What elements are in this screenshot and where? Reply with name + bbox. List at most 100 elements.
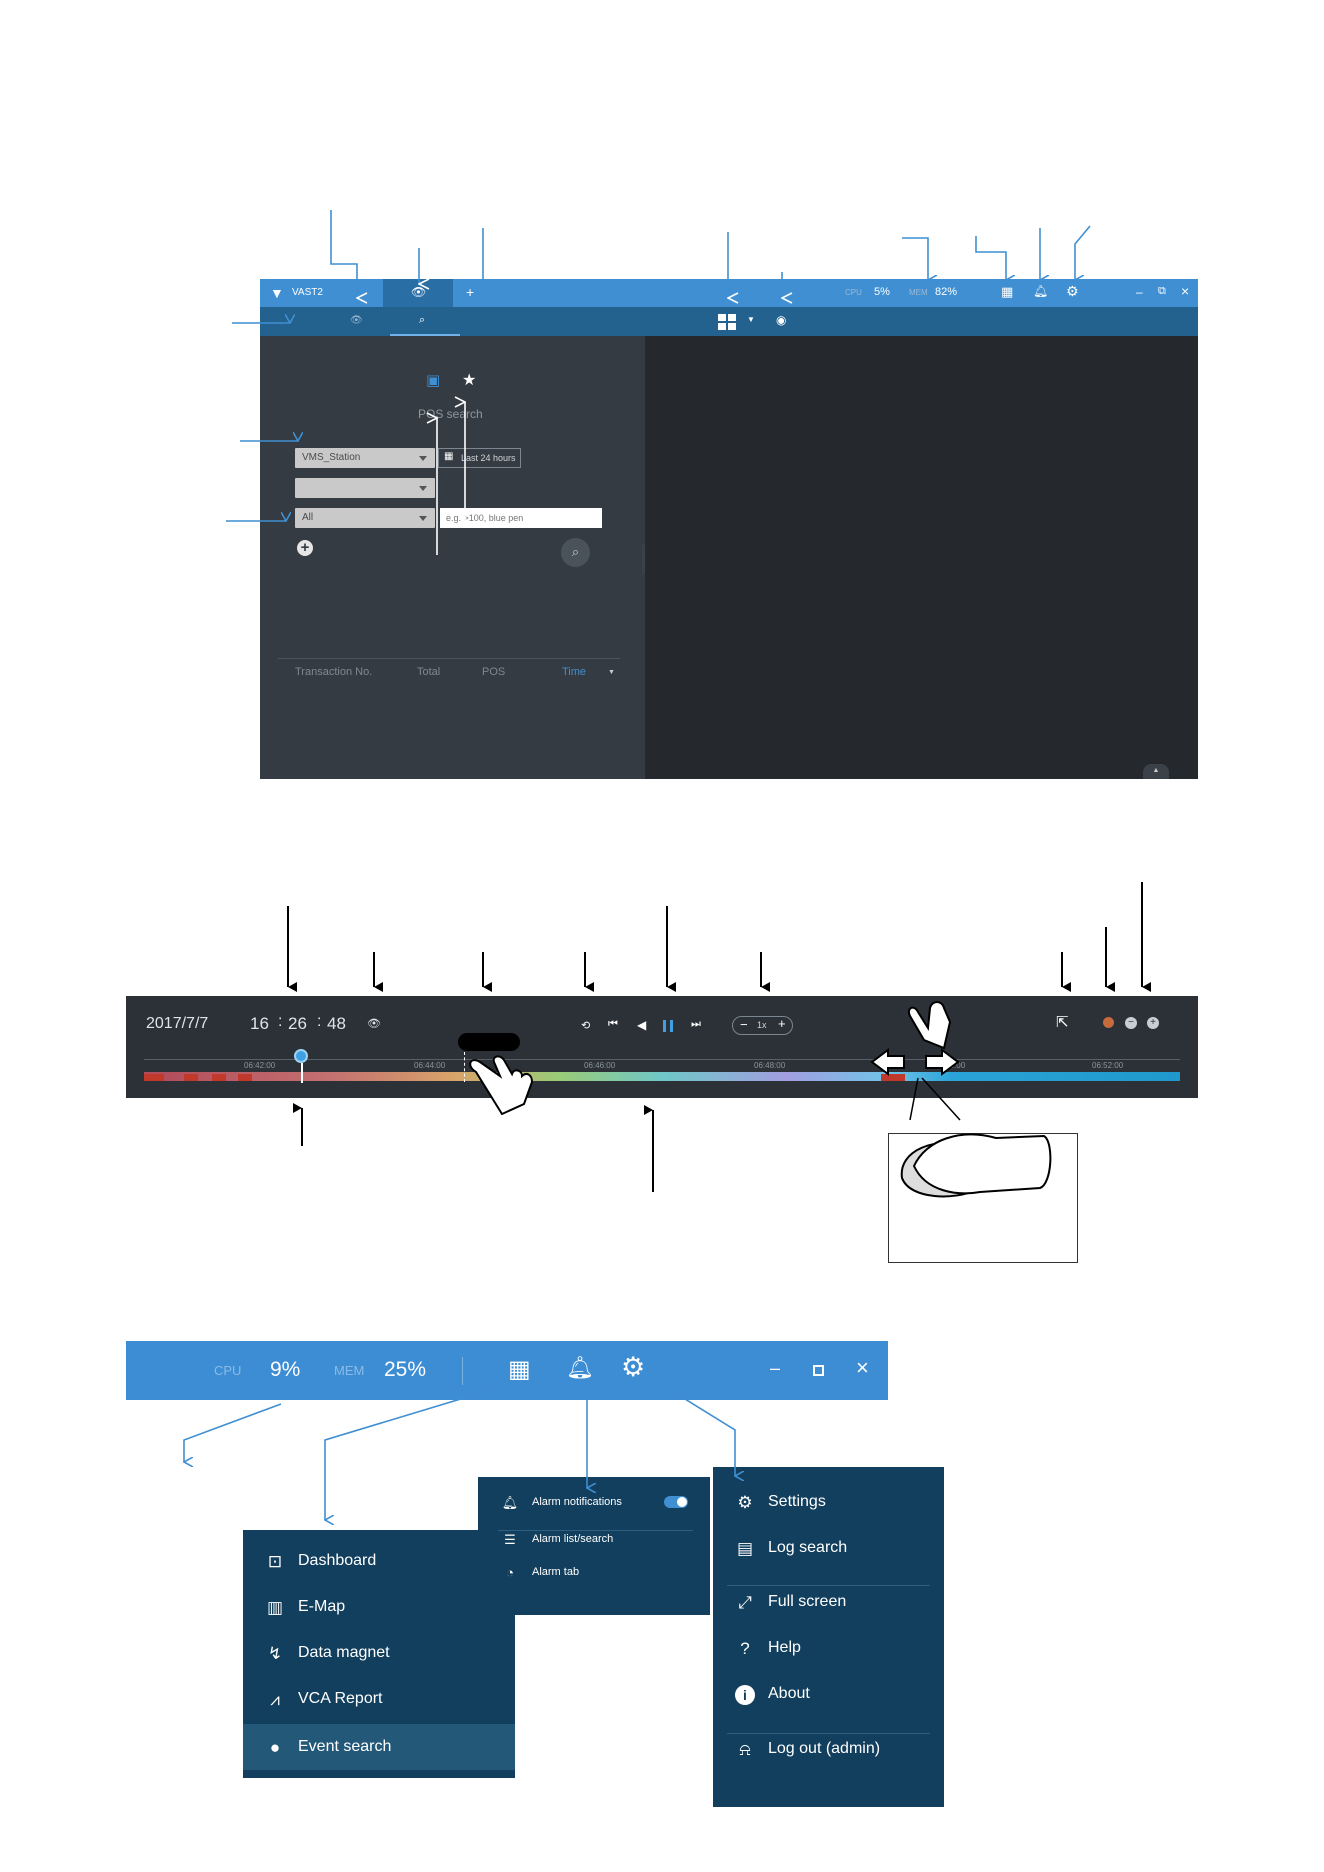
menu-item-label: Data magnet [298, 1644, 390, 1661]
add-condition-button[interactable]: + [297, 540, 313, 556]
column-time[interactable]: Time [562, 666, 587, 678]
vivotek-logo-icon: ▼ [270, 285, 284, 301]
menu-item-help[interactable]: ?Help [713, 1625, 944, 1671]
column-total[interactable]: Total [417, 666, 441, 678]
gear-icon[interactable]: ⚙ [621, 1352, 646, 1382]
column-pos[interactable]: POS [482, 666, 506, 678]
menu-item-log-out[interactable]: ⍾Log out (admin) [713, 1726, 944, 1772]
alarm-notifications-toggle[interactable] [664, 1496, 688, 1508]
hover-cursor-line [464, 1052, 466, 1082]
speed-increase-button[interactable]: + [778, 1016, 786, 1031]
alarm-tab-icon: ◔ [506, 1565, 514, 1580]
layout-grid-icon[interactable] [718, 314, 736, 330]
chevron-up-icon[interactable]: ▲ [1143, 764, 1169, 779]
view-toolbar: 👁 ⌕ ▼ ◉ [260, 307, 1198, 336]
camera-roll-icon[interactable]: ◉ [776, 313, 787, 327]
condition-input[interactable] [440, 508, 602, 528]
add-tab-button[interactable]: + [466, 284, 475, 300]
playback-date: 2017/7/7 [146, 1015, 209, 1032]
menu-item-vca-report[interactable]: ⩘VCA Report [243, 1676, 515, 1722]
divider [278, 658, 620, 659]
menu-item-full-screen[interactable]: ⤢Full screen [713, 1579, 944, 1625]
timeline-track[interactable] [144, 1072, 1180, 1081]
bell-icon[interactable]: 🔔︎ [1033, 284, 1049, 298]
menu-item-dashboard[interactable]: ⊡Dashboard [243, 1538, 515, 1584]
playback-hour[interactable]: 16 [250, 1014, 269, 1033]
timeline-tick: 06:48:00 [754, 1061, 786, 1070]
vast2-main-window: ▼ VAST2 👁 + CPU 5% MEM 82% ▦ 🔔︎ ⚙ – ⧉ × … [260, 279, 1198, 779]
app-grid-icon[interactable]: ▦ [508, 1356, 531, 1383]
gear-icon[interactable]: ⚙ [1066, 283, 1079, 299]
playback-minute[interactable]: 26 [288, 1014, 307, 1033]
alarm-list-icon: ☰ [504, 1532, 516, 1547]
menu-item-data-magnet[interactable]: ↯Data magnet [243, 1630, 515, 1676]
restore-button[interactable]: ⧉ [1158, 285, 1166, 297]
previous-icon[interactable]: ⏮ [608, 1018, 618, 1030]
playhead-handle[interactable] [294, 1049, 308, 1063]
minimize-button[interactable]: – [1136, 285, 1143, 299]
mem-value: 25% [384, 1358, 427, 1381]
gear-icon: ⚙ [737, 1493, 753, 1512]
menu-item-alarm-list[interactable]: ☰Alarm list/search [478, 1516, 710, 1562]
minimize-button[interactable]: – [770, 1358, 781, 1378]
layout-dropdown-chevron-icon[interactable]: ▼ [747, 315, 755, 324]
bell-icon[interactable]: 🔔︎ [566, 1355, 594, 1380]
close-button[interactable]: × [856, 1355, 869, 1380]
eye-icon[interactable]: 👁 [367, 1018, 381, 1030]
save-icon[interactable]: ▣ [426, 372, 441, 389]
zoom-in-icon[interactable]: + [1147, 1017, 1159, 1029]
next-icon[interactable]: ⏭ [691, 1018, 701, 1030]
star-icon[interactable]: ★ [462, 372, 477, 389]
chevron-down-icon [419, 516, 427, 521]
app-grid-icon[interactable]: ▦ [1001, 284, 1014, 299]
search-subtab[interactable]: ⌕ [390, 307, 460, 336]
tab-liveview[interactable]: 👁 [383, 279, 453, 307]
timeline-tick: 06:50:00 [934, 1061, 966, 1070]
menu-item-log-search[interactable]: ▤Log search [713, 1525, 944, 1571]
menu-item-label: Event search [298, 1738, 392, 1755]
timeline-tick: 06:44:00 [414, 1061, 446, 1070]
search-button[interactable]: ⌕ [561, 538, 590, 567]
menu-item-emap[interactable]: ▥E-Map [243, 1584, 515, 1630]
export-icon[interactable]: ⇱ [1056, 1014, 1069, 1031]
event-marker[interactable] [238, 1074, 252, 1081]
sync-icon[interactable]: ⟲ [581, 1020, 591, 1032]
close-button[interactable]: × [1181, 283, 1190, 299]
menu-item-settings[interactable]: ⚙Settings [713, 1479, 944, 1525]
divider [498, 1530, 693, 1531]
info-icon: i [735, 1685, 755, 1705]
time-separator: : [317, 1013, 322, 1030]
menu-item-label: Log out (admin) [768, 1740, 881, 1757]
menu-item-alarm-tab[interactable]: ◔Alarm tab [478, 1549, 710, 1595]
liveview-subtab-eye-icon[interactable]: 👁 [350, 315, 363, 326]
cpu-value: 5% [874, 286, 890, 298]
menu-item-event-search[interactable]: ●Event search [243, 1724, 515, 1770]
speed-decrease-button[interactable]: − [740, 1017, 748, 1032]
divider [462, 1357, 463, 1385]
secondary-select[interactable] [295, 478, 435, 498]
event-marker[interactable] [184, 1074, 198, 1081]
pause-icon[interactable] [663, 1020, 673, 1032]
reverse-play-icon[interactable]: ◀ [637, 1018, 647, 1032]
time-range-button[interactable]: ▦ Last 24 hours [438, 448, 521, 468]
event-marker[interactable] [144, 1074, 164, 1081]
event-marker[interactable] [212, 1074, 226, 1081]
zoom-out-icon[interactable]: − [1125, 1017, 1137, 1029]
sort-chevron-down-icon[interactable]: ▼ [608, 669, 615, 676]
filter-select[interactable]: All [295, 508, 435, 528]
playback-second[interactable]: 48 [327, 1014, 346, 1033]
filter-select-value: All [302, 512, 314, 523]
dashboard-icon: ⊡ [267, 1552, 283, 1571]
column-transaction-no[interactable]: Transaction No. [295, 666, 373, 678]
station-select[interactable]: VMS_Station [295, 448, 435, 468]
video-area[interactable] [645, 336, 1198, 779]
menu-item-alarm-notifications[interactable]: 🔔︎Alarm notifications [478, 1479, 710, 1525]
speed-control[interactable]: − 1x + [732, 1016, 793, 1035]
record-status-icon [1103, 1017, 1114, 1028]
chart-line-icon: ⩘ [270, 1690, 280, 1709]
event-marker[interactable] [881, 1074, 905, 1081]
menu-item-label: Help [768, 1639, 801, 1656]
timeline-tick: 06:52:00 [1092, 1061, 1124, 1070]
maximize-button[interactable] [813, 1365, 824, 1376]
